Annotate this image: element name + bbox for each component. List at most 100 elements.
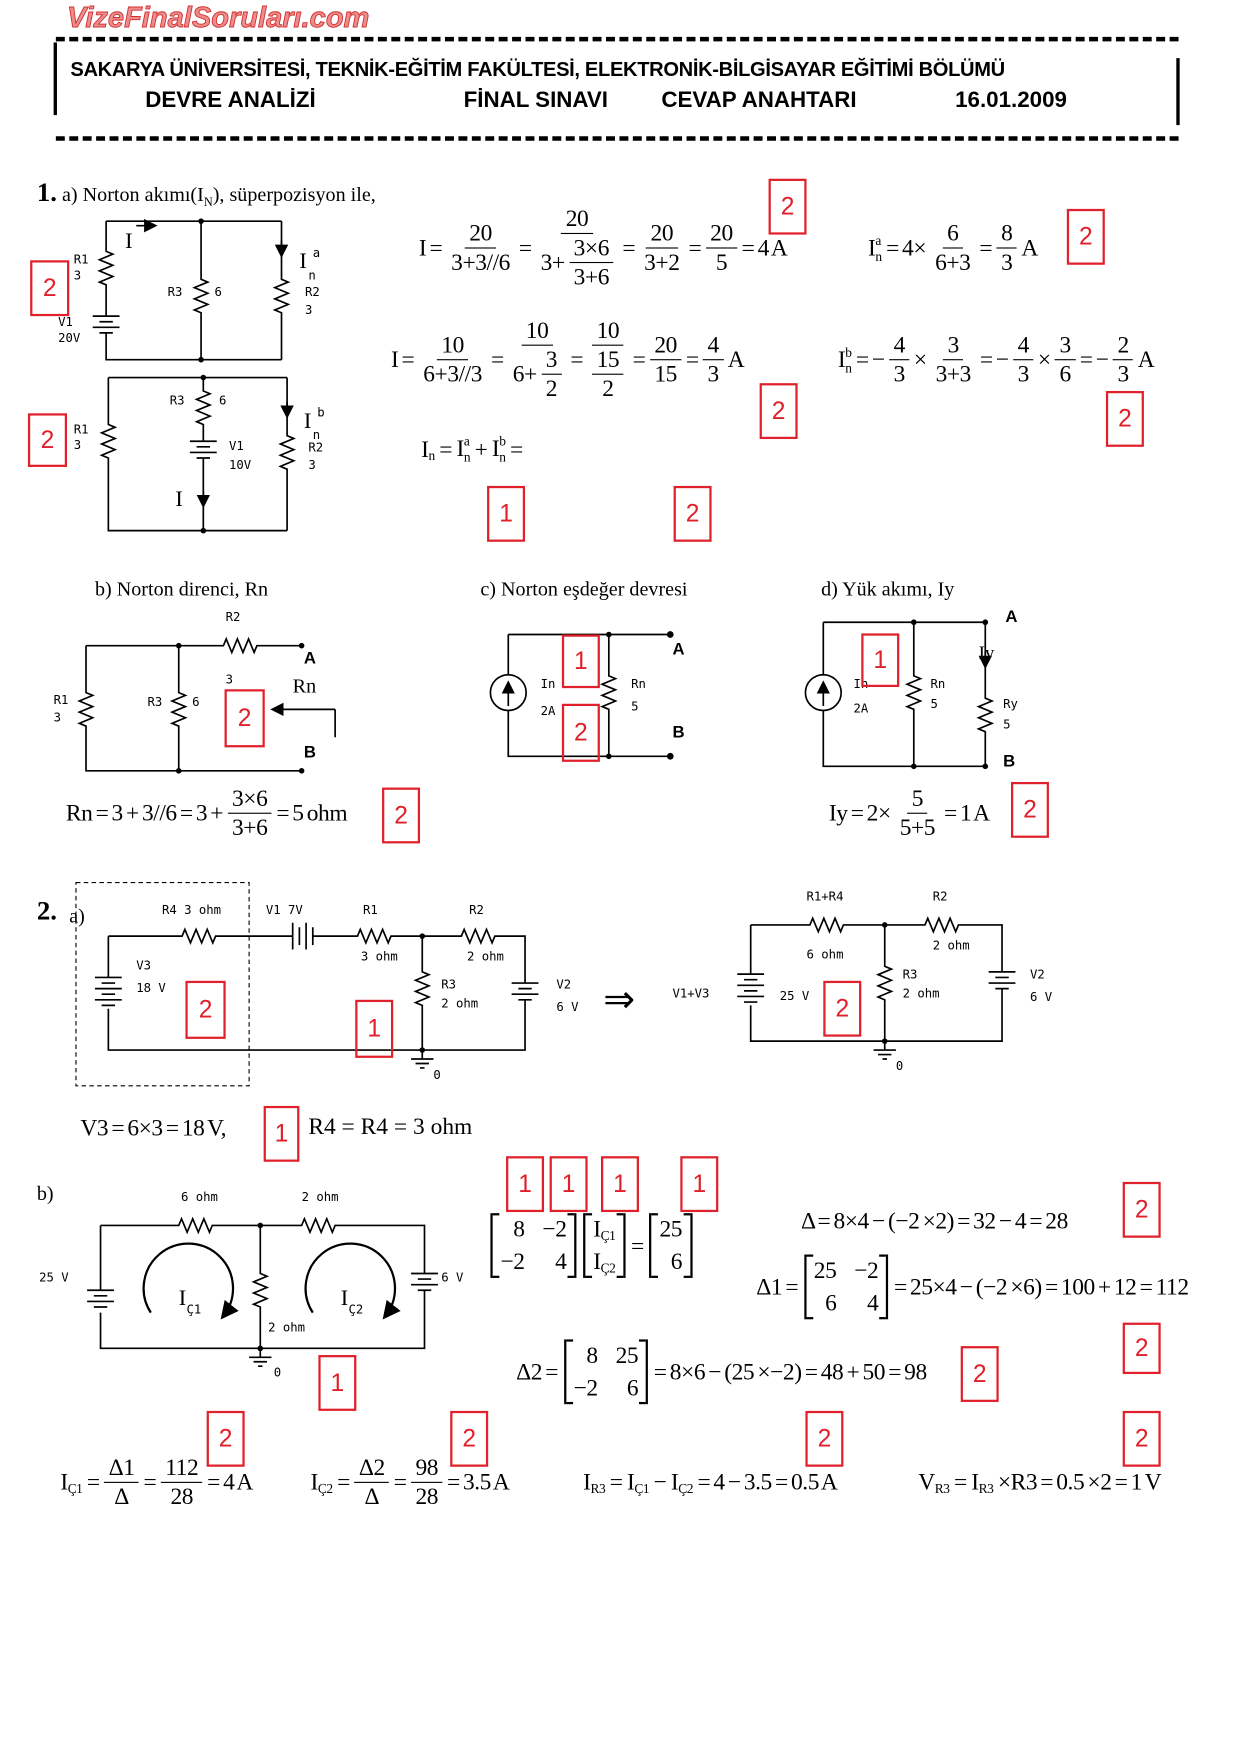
svg-text:n: n [313,428,320,442]
score-box: 2 [1122,1322,1161,1375]
fraction-numerator: 3×6 [227,785,272,814]
eq-text: Δ = 8×4 − (−2 ×2) = 32 − 4 = 28 [800,1207,1068,1234]
symbol-base: I [310,1468,319,1496]
eq-text: = [439,435,453,462]
header-divider [53,42,57,116]
eq-text: = [393,1468,407,1496]
eq-text: 20 [710,219,733,247]
eq-text: 6 [670,1247,683,1275]
svg-text:3: 3 [54,711,61,725]
eq-text: 3×6 [573,234,610,261]
eq-text: 4 [893,331,906,359]
q2-part-b-label: b) [36,1181,54,1205]
superscript: b [845,344,852,360]
header-course: DEVRE ANALİZİ [145,88,316,113]
eq-text: = 1 A [944,799,990,827]
svg-text:B: B [1003,751,1015,770]
fraction-denominator: 6+3//3 [419,360,487,388]
fraction-numerator: Δ1 [104,1454,140,1483]
svg-text:6: 6 [214,285,221,299]
fraction-numerator: 5 [907,785,928,814]
svg-text:6: 6 [219,393,226,407]
svg-text:2 ohm: 2 ohm [268,1321,305,1335]
eq-text: = − [1079,345,1109,373]
score-box: 2 [30,260,70,317]
eq-text: = [953,1468,967,1496]
svg-text:20V: 20V [58,331,81,345]
fraction-numerator: 20 [561,205,593,235]
svg-text:Rn: Rn [931,677,946,691]
svg-text:A: A [1005,607,1017,626]
part-b-label: b) Norton direnci, Rn [94,577,269,600]
svg-text:A: A [672,640,684,659]
fraction-numerator: 4 [703,331,724,361]
svg-text:3 ohm: 3 ohm [361,950,398,964]
subscript: n [499,449,506,465]
eq-text: 2 [1117,331,1129,359]
svg-text:6 V: 6 V [441,1270,464,1284]
eq-text: = [86,1468,100,1496]
symbol-scripts: R3 [935,1468,950,1495]
matrix-cell: −2 [852,1257,881,1285]
subscript: n [463,449,471,465]
symbol-scripts: Ç1 [68,1468,83,1495]
svg-text:5: 5 [631,699,638,713]
symbol-scripts: n [429,435,436,462]
fraction-denominator: 6+3 [931,249,975,277]
subscript: Ç2 [600,1260,616,1276]
fraction-numerator: 2 [1113,331,1134,361]
eq-text: I = [418,234,443,261]
score-box: 2 [1122,1181,1161,1238]
subscript: R3 [978,1480,994,1497]
part-a-label: a) Norton akımı(I [61,183,204,206]
question-2-number: 2. [36,897,57,927]
score-box: 1 [561,634,600,689]
eq-text: 4 [555,1247,567,1275]
eq-text: = [570,345,584,373]
svg-text:B: B [304,742,316,761]
svg-text:V3: V3 [136,959,151,973]
score-box: 2 [823,980,862,1037]
eq-text: −2 [542,1215,567,1243]
svg-text:25 V: 25 V [39,1270,69,1284]
eq-text: 3 [545,345,558,373]
eq-text: 3 [1017,360,1030,388]
score-box: 2 [673,485,712,542]
subscript: n [875,247,882,264]
eq-text: = [143,1468,157,1496]
eq-text: 8 [513,1215,525,1243]
symbol-scripts: R3 [979,1468,994,1495]
svg-text:I: I [179,1285,186,1310]
eq-text: = [622,234,636,261]
eq-text: 4 [1017,331,1030,359]
eq-text: = [518,234,532,261]
svg-text:R1: R1 [363,903,378,917]
eq-text: 5 [715,248,728,276]
svg-text:2 ohm: 2 ohm [302,1190,339,1204]
eq-text: 3 [947,331,960,359]
fraction-denominator: 3+3 [931,360,975,388]
score-box: 2 [1122,1410,1161,1467]
subscript: R3 [590,1480,606,1497]
eq-text: 15 [654,360,677,388]
svg-text:Ry: Ry [1003,697,1018,711]
svg-text:B: B [672,722,684,741]
svg-text:Rn: Rn [631,677,646,691]
svg-text:R3: R3 [168,285,183,299]
